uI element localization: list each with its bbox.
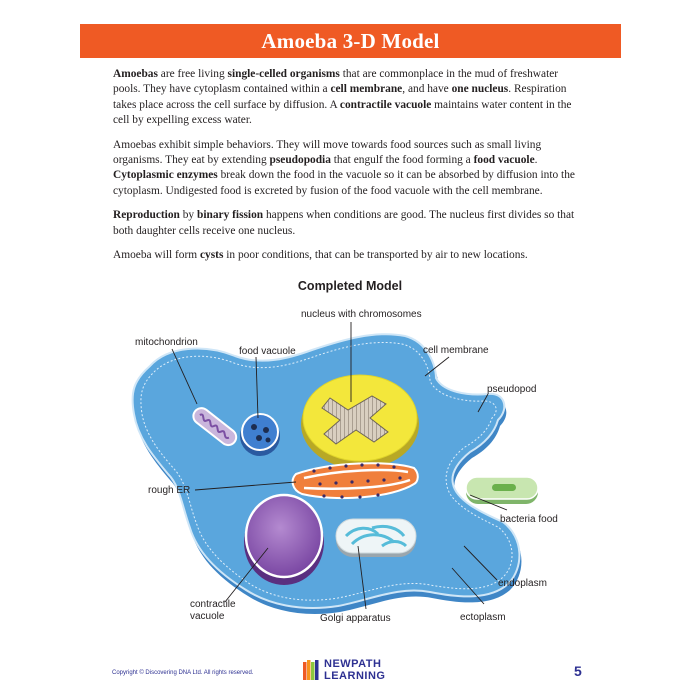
paragraph: Amoebas exhibit simple behaviors. They w…: [113, 138, 583, 200]
bold-term: contractile vacuole: [339, 98, 432, 111]
bold-term: pseudopodia: [269, 154, 331, 167]
page-title: Amoeba 3-D Model: [261, 28, 440, 53]
text-run: , and have: [402, 83, 452, 96]
text-run: that are commonplace in the mud of fresh…: [113, 68, 559, 96]
text-run: . Respiration takes place across the cel…: [113, 83, 567, 111]
label-food-vacuole: food vacuole: [239, 346, 296, 357]
label-pseudopod: pseudopod: [487, 384, 537, 395]
bold-term: cysts: [200, 249, 224, 262]
label-ectoplasm: ectoplasm: [460, 612, 506, 623]
label-golgi-apparatus: Golgi apparatus: [320, 613, 391, 624]
text-run: that engulf the food forming a: [330, 154, 474, 167]
bold-term: food vacuole: [473, 154, 535, 167]
paragraph: Reproduction by binary fission happens w…: [113, 208, 583, 239]
bold-term: single-celled organisms: [227, 68, 340, 80]
paragraph: Amoeba will form cysts in poor condition…: [113, 248, 583, 263]
text-run: by: [179, 209, 197, 222]
contractile-vacuole: [244, 493, 324, 579]
label-mitochondrion: mitochondrion: [135, 337, 198, 348]
text-run: are free living: [157, 68, 228, 80]
chromosomes: [321, 395, 389, 445]
text-run: .: [534, 154, 538, 167]
text-run: Amoebas exhibit simple behaviors. They w…: [113, 138, 542, 167]
text-run: happens when conditions are good. The nu…: [113, 209, 575, 237]
bold-term: Reproduction: [113, 209, 180, 222]
label-rough-er: rough ER: [148, 485, 191, 496]
label-cell-membrane: cell membrane: [423, 345, 489, 356]
bold-term: binary fission: [196, 209, 264, 222]
title-banner: Amoeba 3-D Model: [80, 24, 621, 58]
cell-membrane-stitching: [140, 341, 513, 601]
bold-term: Cytoplasmic enzymes: [113, 169, 218, 182]
logo-line-1: NEWPATH: [324, 658, 382, 670]
paragraph: Amoebas are free living single-celled or…: [113, 67, 583, 129]
text-run: maintains water content in the cell by e…: [113, 98, 572, 127]
label-contractile-vacuole-line2: vacuole: [190, 611, 225, 622]
text-run: Amoeba will form: [113, 249, 200, 262]
text-run: break down the food in the vacuole so it…: [113, 169, 575, 197]
label-bacteria-food: bacteria food: [500, 514, 558, 525]
intro-text: Amoebas are free living single-celled or…: [113, 67, 583, 272]
mitochondrion: [192, 407, 238, 447]
page-number: 5: [574, 663, 582, 679]
label-nucleus: nucleus with chromosomes: [301, 309, 422, 320]
bold-term: Amoebas: [113, 68, 158, 80]
book-logo-icon: [303, 660, 319, 680]
bold-term: one nucleus: [451, 83, 509, 96]
newpath-logo: NEWPATH LEARNING: [302, 658, 402, 684]
copyright-notice: Copyright © Discovering DNA Ltd. All rig…: [112, 670, 254, 676]
logo-line-2: LEARNING: [324, 670, 386, 682]
food-vacuole: [241, 413, 279, 451]
diagram-title: Completed Model: [297, 279, 403, 293]
bold-term: cell membrane: [330, 83, 403, 96]
label-contractile-vacuole-line1: contractile: [190, 599, 236, 610]
label-endoplasm: endoplasm: [498, 578, 547, 589]
text-run: in poor conditions, that can be transpor…: [223, 249, 528, 262]
